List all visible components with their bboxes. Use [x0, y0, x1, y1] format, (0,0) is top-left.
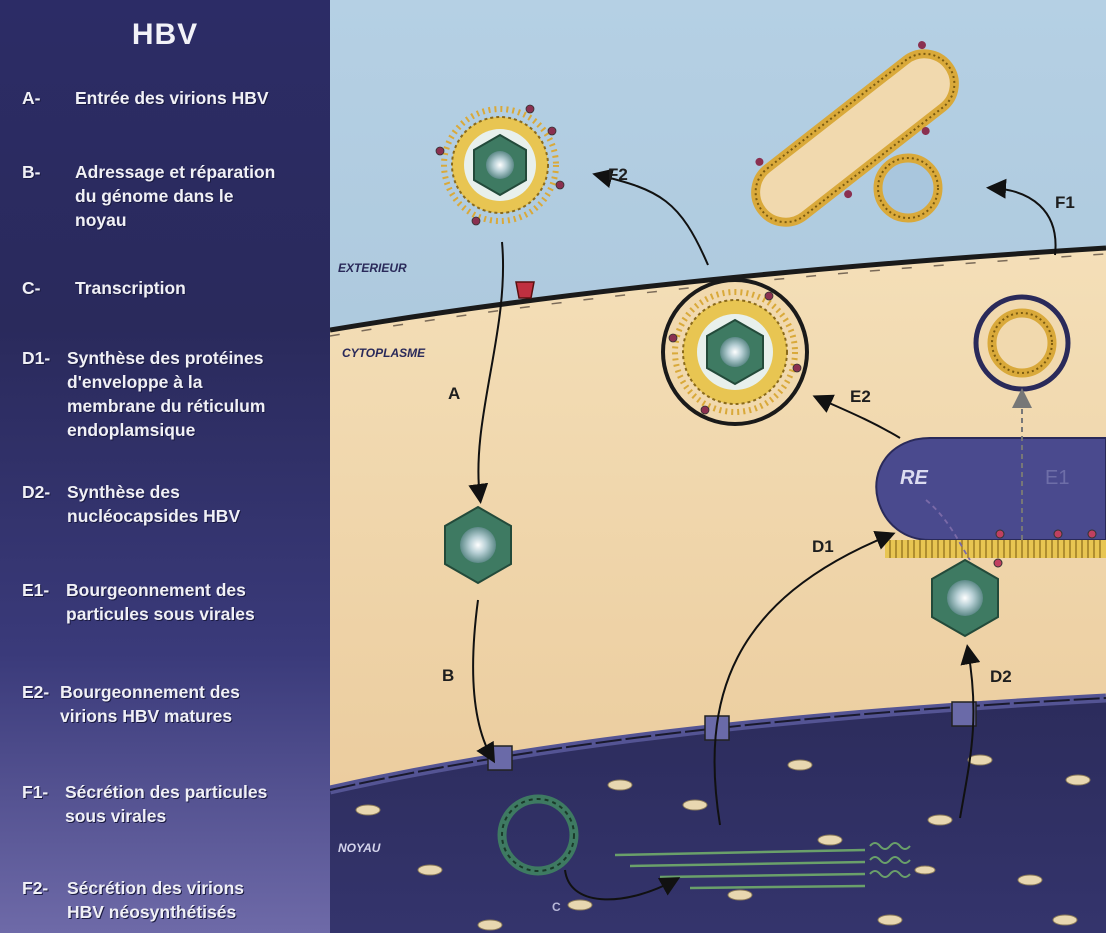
- legend-text: Transcription: [75, 276, 186, 300]
- hbv-cycle-diagram: RE E1: [330, 0, 1106, 933]
- legend-panel: HBV A- Entrée des virions HBV B- Adressa…: [0, 0, 330, 933]
- subviral-vesicle: [976, 297, 1068, 389]
- legend-key: D1-: [22, 346, 50, 370]
- step-label-c: C: [552, 900, 561, 914]
- legend-title: HBV: [0, 18, 330, 52]
- subviral-sphere: [878, 158, 938, 218]
- region-label-cytoplasme: CYTOPLASME: [342, 346, 426, 360]
- legend-text: Entrée des virions HBV: [75, 86, 269, 110]
- budding-virion-vesicle: [663, 280, 807, 424]
- legend-key: F2-: [22, 876, 48, 900]
- re-label: RE: [900, 467, 928, 489]
- legend-key: E1-: [22, 578, 49, 602]
- region-label-exterieur: EXTERIEUR: [338, 261, 407, 275]
- receptor: [516, 282, 534, 298]
- region-label-noyau: NOYAU: [338, 841, 381, 855]
- step-label-b: B: [442, 666, 454, 685]
- legend-key: C-: [22, 276, 40, 300]
- step-label-d2: D2: [990, 667, 1012, 686]
- step-label-e1: E1: [1045, 467, 1069, 489]
- step-label-f2: F2: [608, 165, 628, 184]
- legend-key: F1-: [22, 780, 48, 804]
- step-label-f1: F1: [1055, 193, 1075, 212]
- legend-key: E2-: [22, 680, 49, 704]
- endoplasmic-reticulum: RE E1: [876, 438, 1106, 567]
- step-label-d1: D1: [812, 537, 834, 556]
- step-label-e2: E2: [850, 387, 871, 406]
- step-label-a: A: [448, 384, 460, 403]
- legend-key: A-: [22, 86, 40, 110]
- legend-key: D2-: [22, 480, 50, 504]
- legend-key: B-: [22, 160, 40, 184]
